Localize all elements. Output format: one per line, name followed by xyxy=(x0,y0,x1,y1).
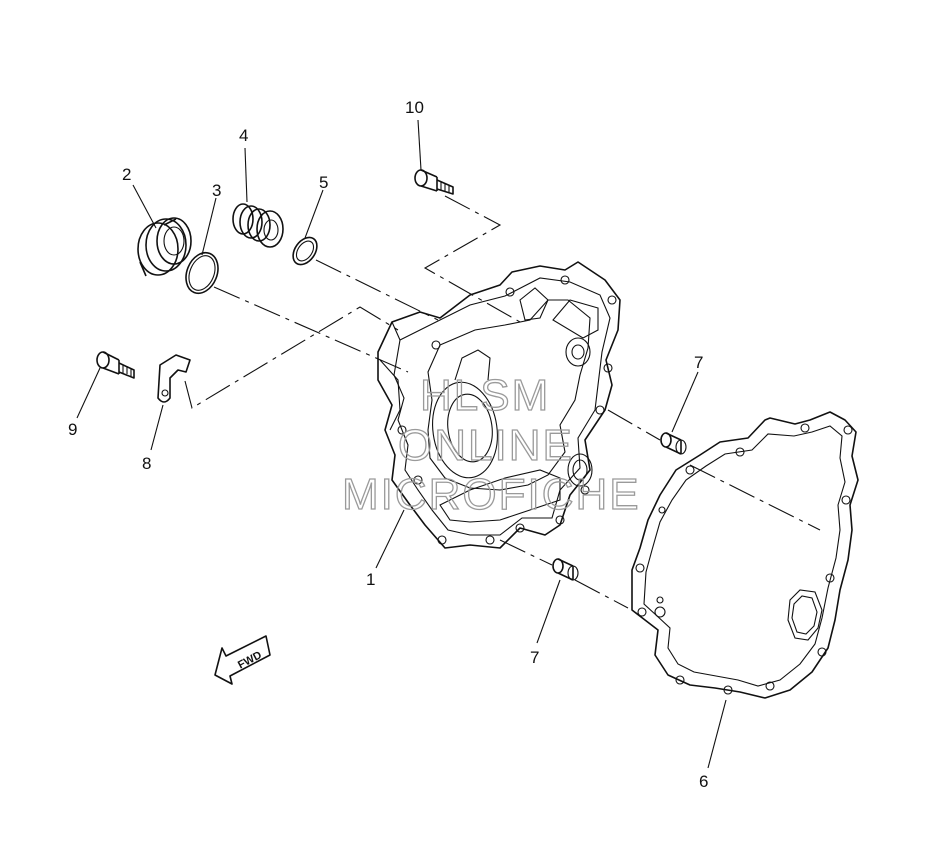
plug-part-2 xyxy=(137,217,192,277)
callout-9: 9 xyxy=(68,420,77,439)
watermark: HLSM ONLINE MICROFICHE xyxy=(341,370,641,519)
bolt-part-9 xyxy=(96,351,135,379)
callout-10: 10 xyxy=(405,98,424,117)
callout-5: 5 xyxy=(319,173,328,192)
o-ring-part-3 xyxy=(185,251,219,295)
callout-6: 6 xyxy=(699,772,708,791)
gasket-part-6 xyxy=(631,411,859,699)
watermark-line-2: ONLINE xyxy=(398,421,574,470)
callout-2: 2 xyxy=(122,165,131,184)
callout-1: 1 xyxy=(366,570,375,589)
dowel-pin-part-7-lower xyxy=(552,558,579,581)
callout-8: 8 xyxy=(142,454,151,473)
callout-labels: 1 2 3 4 5 6 7 7 8 9 10 xyxy=(68,98,708,791)
callout-7-lower: 7 xyxy=(530,648,539,667)
crankcase-cover-part-1 xyxy=(377,261,621,549)
bolt-part-10 xyxy=(414,169,454,195)
plug-part-4 xyxy=(232,203,284,248)
watermark-line-1: HLSM xyxy=(420,371,550,420)
fwd-arrow-icon: FWD xyxy=(214,635,271,685)
clamp-part-8 xyxy=(157,354,191,403)
o-ring-part-5 xyxy=(292,236,318,266)
callout-4: 4 xyxy=(239,126,248,145)
callout-7-upper: 7 xyxy=(694,353,703,372)
callout-3: 3 xyxy=(212,181,221,200)
leader-lines xyxy=(76,119,727,769)
watermark-line-3: MICROFICHE xyxy=(342,470,641,519)
fwd-label: FWD xyxy=(236,649,264,671)
dowel-pin-part-7-upper xyxy=(660,432,687,455)
